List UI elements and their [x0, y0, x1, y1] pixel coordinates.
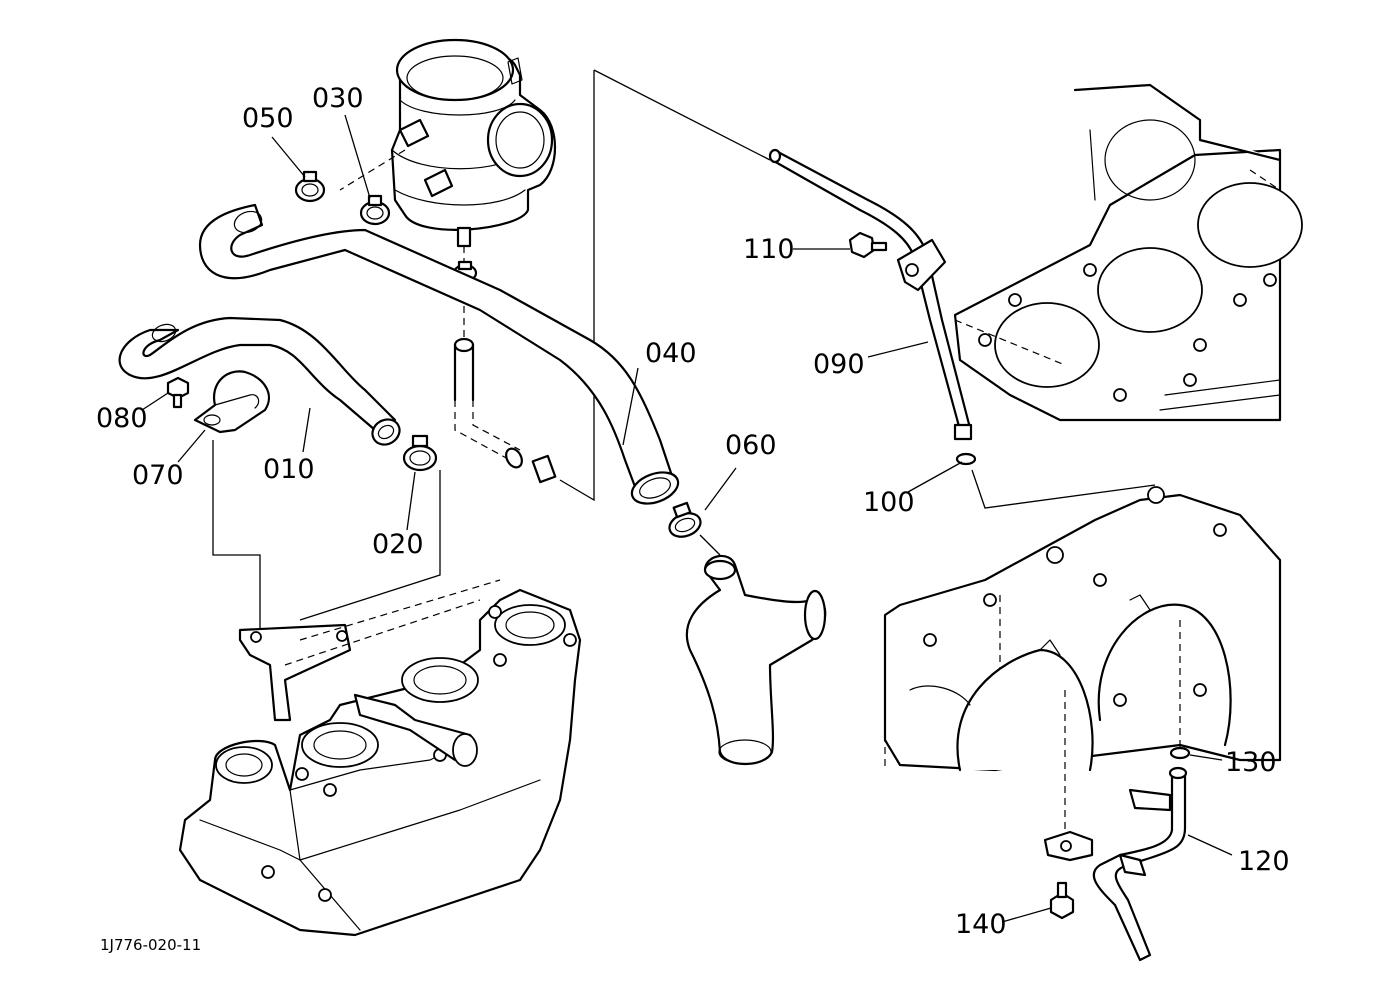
- callout-080: 080: [96, 403, 148, 434]
- drawing-code: 1J776-020-11: [100, 936, 201, 954]
- oil-pipe-120: [1043, 766, 1188, 962]
- bolt-080: [166, 376, 190, 409]
- clamp-050: [294, 170, 326, 203]
- callout-070: 070: [132, 460, 184, 491]
- callout-110: 110: [743, 234, 795, 265]
- callout-100: 100: [863, 487, 915, 518]
- hose-010: [118, 316, 401, 446]
- crankcase: [883, 486, 1282, 835]
- clamp-bracket-070: [193, 370, 271, 434]
- assembly-lines: [212, 69, 1156, 645]
- callout-050: 050: [242, 103, 294, 134]
- oring-100: [955, 452, 977, 466]
- callout-060: 060: [725, 430, 777, 461]
- drain-hose: [453, 337, 557, 484]
- callout-010: 010: [263, 454, 315, 485]
- clamp-060: [668, 501, 702, 538]
- clamp-030: [359, 194, 391, 226]
- callout-120: 120: [1238, 846, 1290, 877]
- callout-040: 040: [645, 338, 697, 369]
- oring-130: [1169, 746, 1191, 760]
- callout-140: 140: [955, 909, 1007, 940]
- clamp-020: [402, 434, 438, 472]
- hose-040: [198, 203, 680, 505]
- dipstick-guide-090: [768, 148, 973, 441]
- rocker-cover: [178, 579, 582, 937]
- cylinder-head-gasket: [953, 83, 1303, 422]
- callout-090: 090: [813, 349, 865, 380]
- bolt-140: [1049, 881, 1075, 920]
- callout-130: 130: [1225, 747, 1277, 778]
- outlet-elbow: [685, 554, 827, 765]
- bolt-110: [848, 231, 888, 259]
- leader-lines: [141, 114, 1233, 923]
- breather-separator: [339, 38, 557, 340]
- callout-030: 030: [312, 83, 364, 114]
- callouts: 050 030 040 060 080 070 010 020 110 090 …: [96, 83, 1290, 940]
- callout-020: 020: [372, 529, 424, 560]
